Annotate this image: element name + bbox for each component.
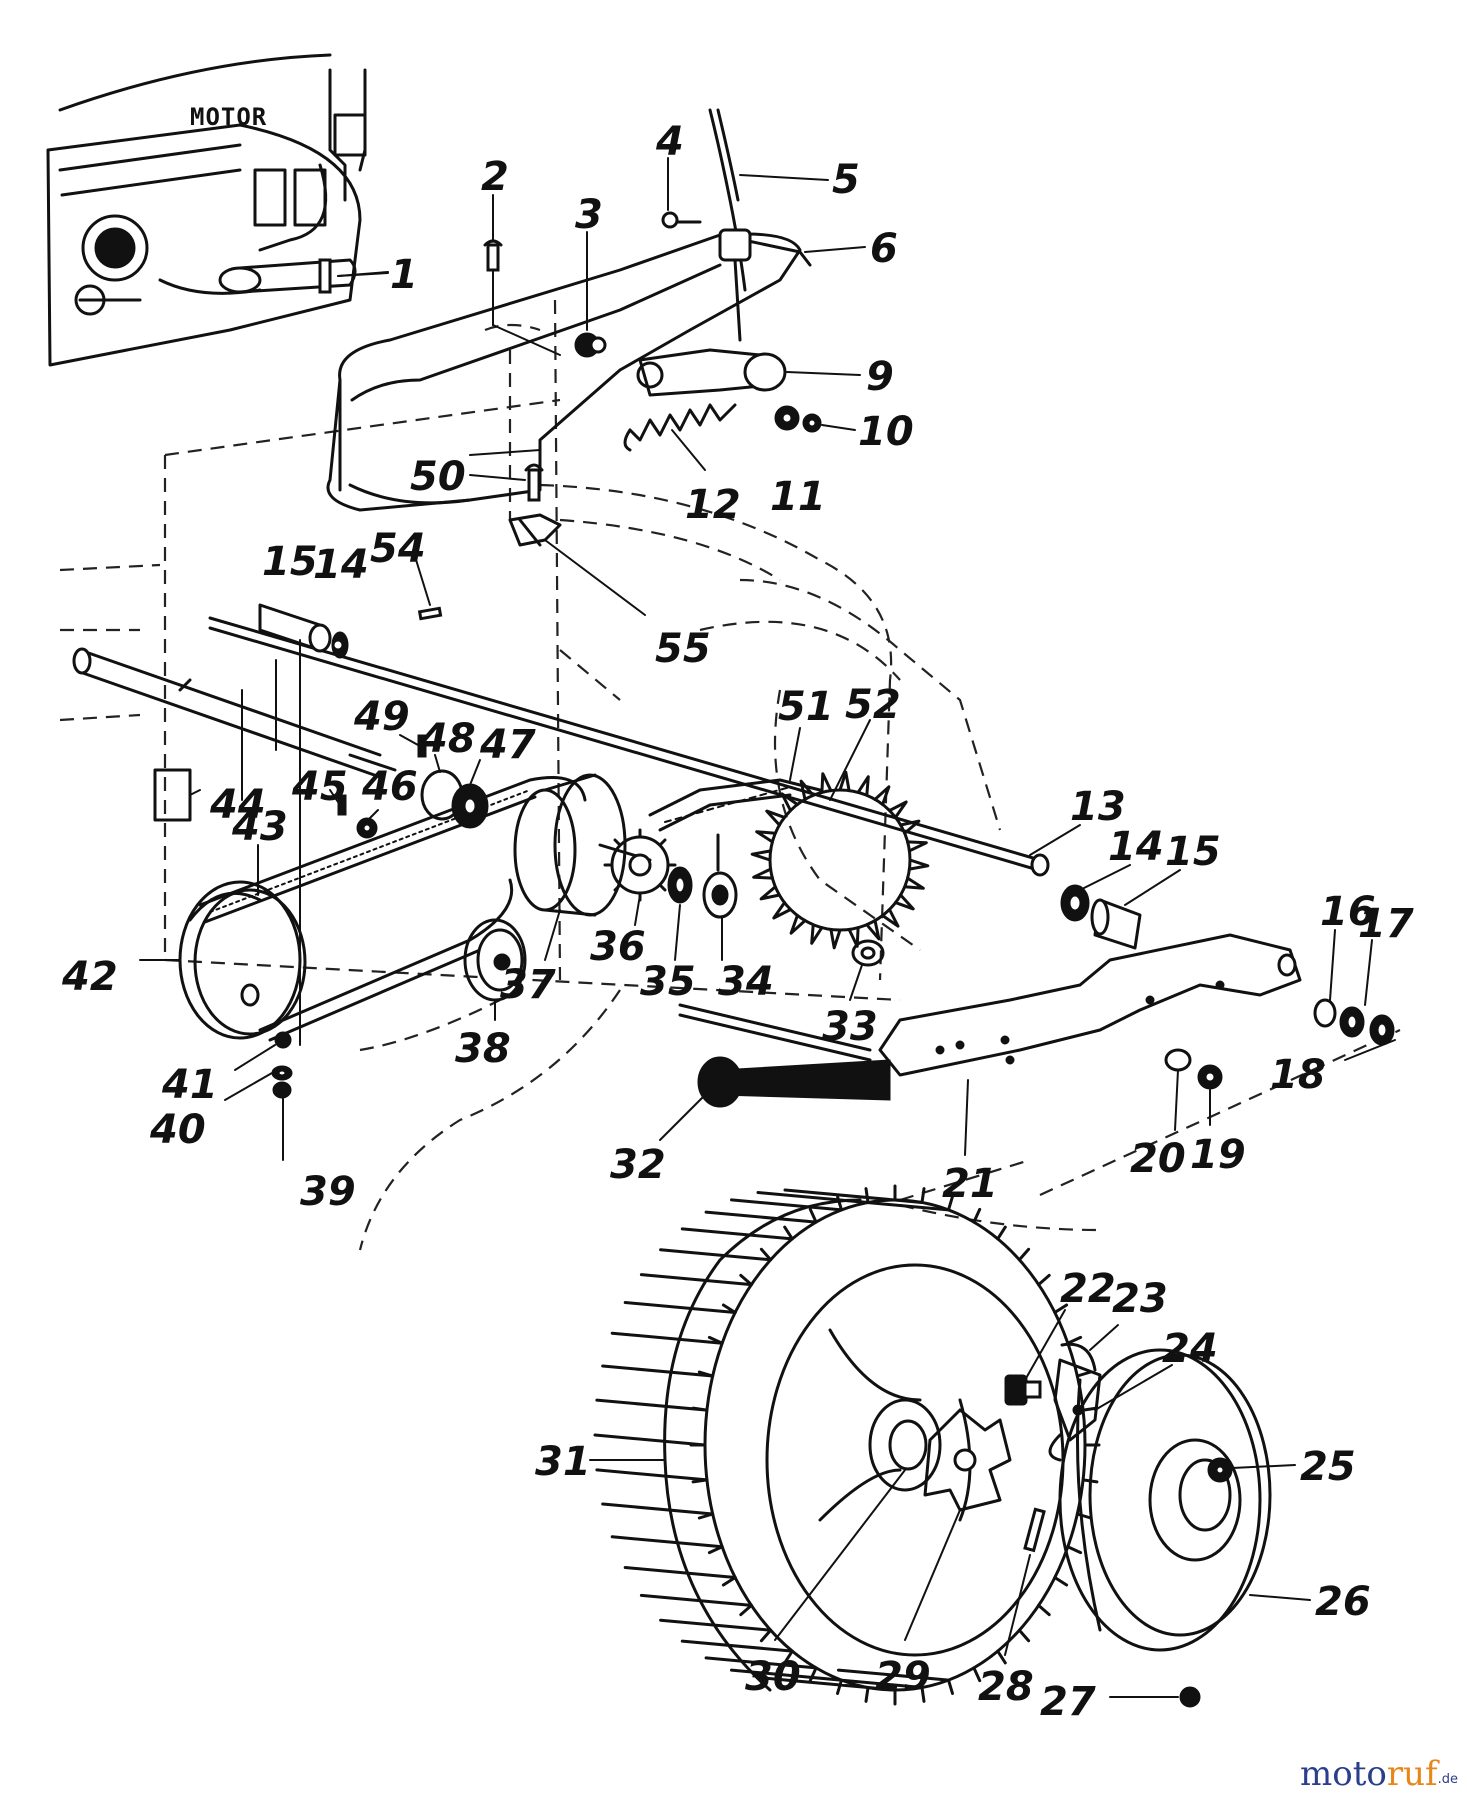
callout-20: 20 (1130, 1136, 1186, 1182)
callout-43: 43 (231, 804, 288, 850)
callout-41: 41 (161, 1062, 218, 1108)
callout-33: 33 (822, 1004, 878, 1050)
callout-13: 13 (1070, 784, 1126, 830)
bracket-part-55 (508, 513, 562, 547)
callout-23: 23 (1112, 1276, 1168, 1322)
upper-shaft-13 (208, 616, 1050, 877)
callout-4: 4 (655, 119, 684, 165)
callout-15-left: 15 (262, 539, 318, 585)
leader-lines (139, 157, 1396, 1698)
hubcap-part-26 (1058, 1348, 1272, 1652)
callout-29: 29 (875, 1654, 931, 1700)
spring-part-12 (623, 403, 737, 452)
cable-part-5 (708, 108, 752, 342)
callout-labels: 1 2 3 4 5 6 9 10 11 12 13 14 14 15 15 16… (61, 119, 1414, 1725)
screw-part-2 (483, 239, 561, 356)
callout-48: 48 (419, 716, 476, 762)
chain-part-51 (648, 778, 822, 832)
callout-36: 36 (590, 924, 646, 970)
bolt-part-50 (524, 463, 544, 502)
watermark: motoruf.de (1300, 1754, 1458, 1794)
collar-part-34 (702, 833, 738, 919)
callout-37: 37 (500, 962, 556, 1008)
lower-shaft-44 (72, 647, 382, 779)
callout-14-left: 14 (313, 542, 369, 588)
washer-part-33 (851, 939, 885, 967)
pawl-part-22-24 (1004, 1342, 1102, 1462)
cover-part-6 (326, 232, 812, 512)
screw-part-4 (661, 211, 702, 229)
callout-40: 40 (149, 1107, 206, 1153)
wheel-tread-ribs (593, 1184, 1101, 1706)
fasteners-part-39-41 (271, 1031, 293, 1099)
callout-47: 47 (479, 722, 536, 768)
callout-51: 51 (778, 684, 834, 730)
callout-45: 45 (291, 764, 348, 810)
mower-deck-outline (59, 299, 1401, 1251)
collar-part-14-15-right (1060, 884, 1142, 950)
callout-28: 28 (978, 1664, 1034, 1710)
callout-30: 30 (745, 1654, 801, 1700)
washer-part-35 (667, 866, 693, 904)
callout-5: 5 (832, 157, 860, 203)
callout-31: 31 (535, 1439, 591, 1485)
collar-part-14-15-left (258, 603, 349, 659)
callout-6: 6 (870, 226, 898, 272)
callout-27: 27 (1040, 1679, 1096, 1725)
callout-46: 46 (361, 764, 418, 810)
callout-11: 11 (770, 474, 826, 520)
grip-part-32 (678, 1003, 891, 1108)
callout-52: 52 (845, 682, 901, 728)
pin-part-28 (1023, 1507, 1046, 1553)
callout-10: 10 (858, 409, 914, 455)
screw-part-27 (1179, 1686, 1201, 1708)
wheel-part-31 (593, 1184, 1101, 1706)
callout-38: 38 (455, 1026, 511, 1072)
callout-14-right: 14 (1108, 824, 1164, 870)
motor-label: MOTOR (190, 103, 267, 131)
callout-19: 19 (1190, 1132, 1246, 1178)
callout-3: 3 (575, 192, 603, 238)
hub-part-29 (923, 1408, 1012, 1512)
fasteners-part-16-20 (1164, 998, 1395, 1090)
bracket-part-44 (153, 768, 192, 822)
engine-housing (46, 53, 367, 367)
callout-17: 17 (1358, 901, 1414, 947)
callout-35: 35 (640, 959, 696, 1005)
callout-21: 21 (942, 1161, 998, 1207)
callout-1: 1 (390, 252, 418, 298)
callout-2: 2 (481, 154, 509, 200)
small-sprocket-part-36 (603, 828, 677, 902)
lever-part-21 (878, 933, 1302, 1077)
callout-39: 39 (300, 1169, 356, 1215)
callout-49: 49 (353, 694, 410, 740)
callout-16: 16 (1320, 889, 1376, 935)
callout-26: 26 (1315, 1579, 1371, 1625)
callout-24: 24 (1162, 1326, 1218, 1372)
callout-15-right: 15 (1165, 829, 1221, 875)
callout-54: 54 (370, 526, 426, 572)
nut-part-25 (1207, 1457, 1233, 1483)
callout-32: 32 (610, 1142, 666, 1188)
callout-34: 34 (718, 959, 774, 1005)
callout-55: 55 (655, 626, 711, 672)
drive-pulley-part-37 (513, 773, 652, 917)
washers-part-10-11 (774, 405, 822, 433)
callout-42: 42 (61, 954, 118, 1000)
watermark-text: motoruf.de (1300, 1754, 1458, 1794)
large-sprocket-part-52 (750, 770, 930, 950)
fasteners-part-45-49 (337, 734, 489, 839)
callout-50: 50 (410, 454, 466, 500)
callout-44: 44 (209, 782, 266, 828)
callout-25: 25 (1300, 1444, 1356, 1490)
callout-18: 18 (1270, 1052, 1326, 1098)
pin-part-54 (417, 606, 443, 621)
fitting-part-9 (636, 348, 787, 397)
callout-22: 22 (1060, 1266, 1116, 1312)
callout-9: 9 (866, 354, 894, 400)
sprocket-teeth (750, 770, 930, 950)
screw-part-3 (574, 332, 607, 358)
callout-12: 12 (685, 482, 741, 528)
